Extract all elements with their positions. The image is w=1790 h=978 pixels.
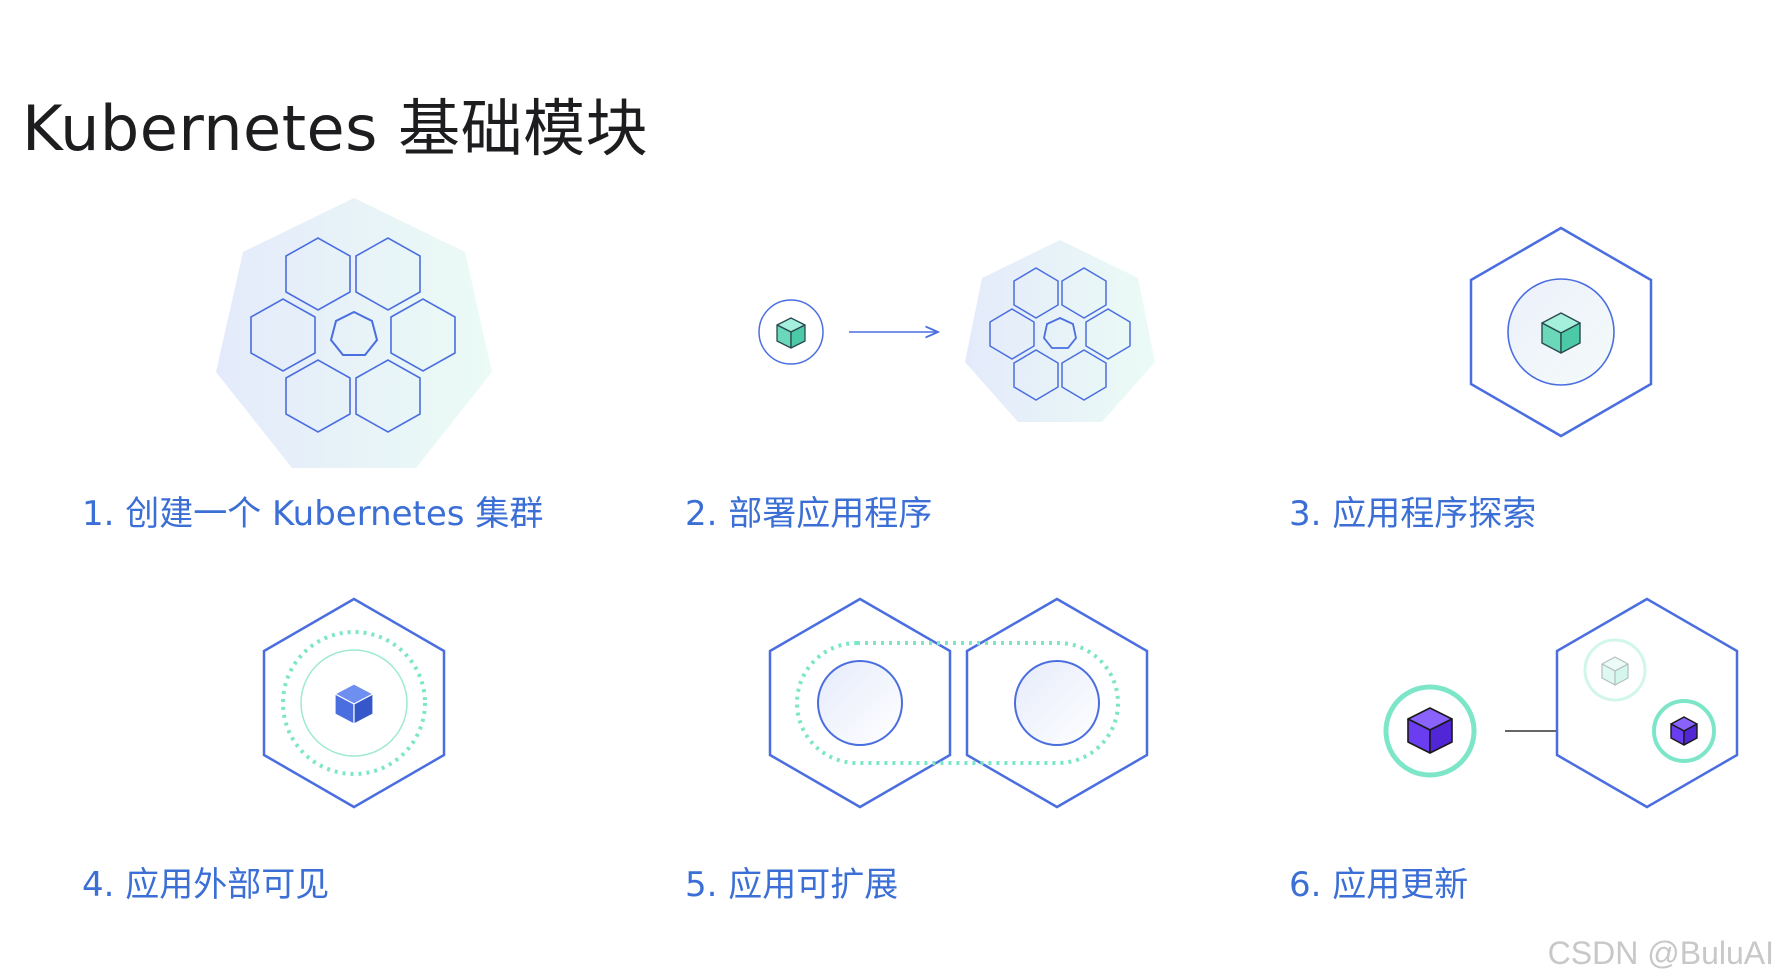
module-6-update-icon [1383,597,1739,809]
updated-cube-icon [1670,716,1698,746]
service-cube-icon [334,683,374,725]
module-5-scale-icon [768,597,1149,809]
new-version-cube-icon [1407,707,1453,754]
old-version-cube-icon [1583,638,1647,702]
module-4-expose-icon [262,597,446,809]
module-4-label: 4. 应用外部可见 [82,865,330,905]
module-6-label: 6. 应用更新 [1289,865,1469,905]
module-2-deploy-icon [758,240,1155,422]
app-cube-icon [1541,312,1581,354]
module-3-explore-icon [1469,226,1653,438]
module-3-label: 3. 应用程序探索 [1289,494,1537,534]
module-1-label: 1. 创建一个 Kubernetes 集群 [82,494,544,534]
page-title: Kubernetes 基础模块 [22,92,649,165]
app-cube-icon [776,317,806,349]
watermark: CSDN @BuluAI [1547,935,1774,971]
module-2-label: 2. 部署应用程序 [685,494,933,534]
module-5-label: 5. 应用可扩展 [685,865,899,905]
module-1-cluster-icon [216,198,492,468]
